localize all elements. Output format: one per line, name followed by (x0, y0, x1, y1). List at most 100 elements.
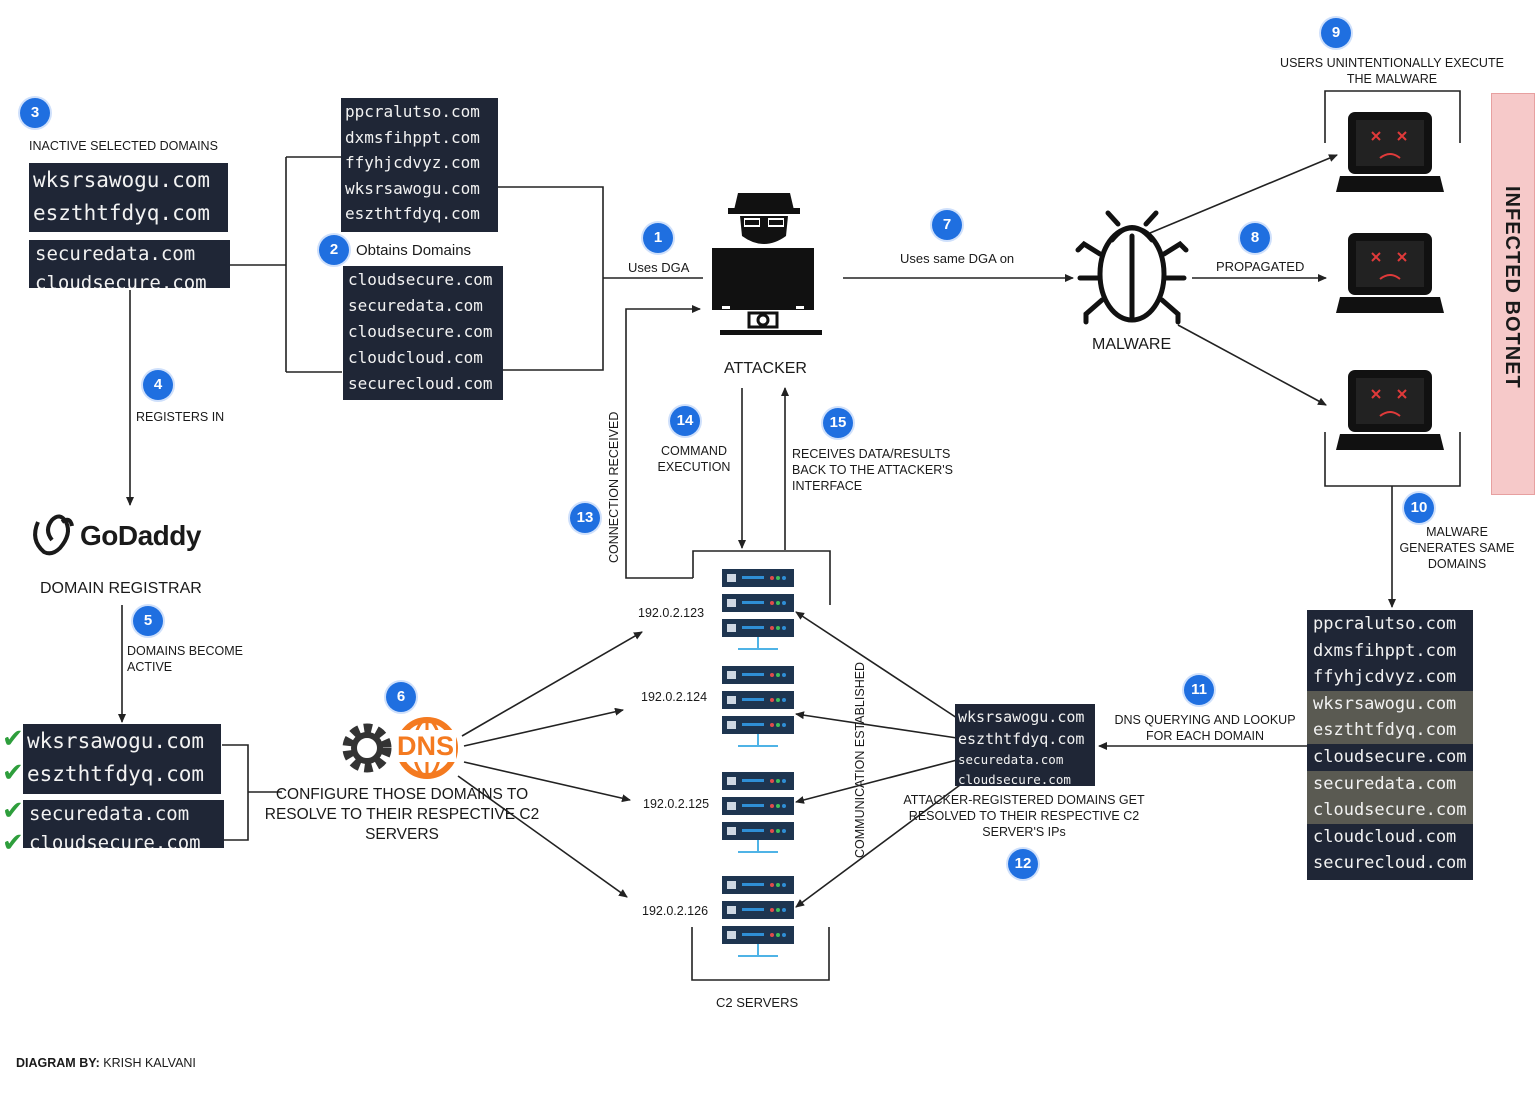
arrow-resolve-1 (795, 611, 958, 719)
communication-established-label: COMMUNICATION ESTABLISHED (853, 661, 867, 858)
arrow-resolve-4 (795, 784, 961, 908)
domain-registrar-label: DOMAIN REGISTRAR (40, 580, 202, 597)
malware-label: MALWARE (1092, 336, 1172, 353)
arrow-to-laptop-1 (1149, 154, 1338, 234)
domain-item: securedata.com (348, 296, 483, 315)
domain-item: cloudcloud.com (1313, 826, 1457, 847)
step-badge-15: 15 (823, 408, 853, 438)
inactive-domains-label: INACTIVE SELECTED DOMAINS (29, 139, 218, 153)
arrow-dns-2 (463, 707, 624, 747)
domain-item: cloudsecure.com (1313, 746, 1467, 767)
domain-item-registered: securedata.com (1307, 770, 1473, 798)
bracket-lists-to-attacker (498, 186, 703, 371)
uses-same-dga-label: Uses same DGA on (900, 251, 1015, 266)
dga-list-2: cloudsecure.com securedata.com cloudsecu… (343, 266, 503, 400)
malware-domain-list: ppcralutso.com dxmsfihppt.com ffyhjcdvyz… (1307, 610, 1473, 880)
domain-item: securedata.com (29, 803, 190, 825)
domain-item: dxmsfihppt.com (345, 127, 480, 147)
inactive-domains-box-a: wksrsawogu.com eszthtfdyq.com (29, 163, 228, 232)
propagated-label: PROPAGATED (1216, 259, 1305, 274)
domain-item: eszthtfdyq.com (33, 201, 211, 225)
attacker-label: ATTACKER (724, 360, 807, 377)
diagram-credit: DIAGRAM BY: KRISH KALVANI (16, 1056, 196, 1070)
domain-item: wksrsawogu.com (345, 178, 480, 198)
registers-in-label: REGISTERS IN (136, 410, 225, 424)
dns-logo-text: DNS (395, 730, 457, 762)
domain-item: securedata.com (958, 752, 1064, 767)
step-badge-5: 5 (133, 606, 163, 636)
step-badge-2: 2 (319, 235, 349, 265)
step-badge-4: 4 (143, 370, 173, 400)
domain-item-registered: cloudsecure.com (1307, 797, 1473, 824)
c2-servers-label: C2 SERVERS (716, 995, 799, 1010)
dga-list-1: ppcralutso.com dxmsfihppt.com ffyhjcdvyz… (341, 98, 498, 232)
infected-botnet-panel (1491, 93, 1535, 495)
domain-item: eszthtfdyq.com (958, 730, 1085, 748)
command-execution-label: COMMAND EXECUTION (657, 444, 731, 474)
domain-item: securecloud.com (1313, 853, 1467, 874)
domain-item: cloudsecure.com (29, 832, 201, 848)
step-badge-6: 6 (386, 682, 416, 712)
domain-item: wksrsawogu.com (27, 729, 205, 753)
credit-prefix: DIAGRAM BY: (16, 1056, 100, 1070)
arrow-resolve-2 (795, 711, 958, 739)
active-domains-box-b: securedata.com cloudsecure.com (23, 800, 224, 848)
active-domains-box-a: wksrsawogu.com eszthtfdyq.com (23, 724, 221, 794)
domain-item: cloudsecure.com (958, 772, 1071, 786)
domain-item: cloudsecure.com (35, 272, 207, 288)
arrow-to-laptop-3 (1177, 324, 1327, 406)
domain-item: eszthtfdyq.com (345, 204, 480, 223)
arrow-dns-1 (461, 631, 643, 737)
domain-item: dxmsfihppt.com (1313, 640, 1457, 661)
godaddy-brand: GoDaddy (80, 520, 201, 551)
bracket-servers-bottom (691, 927, 830, 981)
domain-item: ppcralutso.com (1313, 614, 1457, 634)
users-execute-label: USERS UNINTENTIONALLY EXECUTE THE MALWAR… (1280, 56, 1504, 86)
arrow-resolve-3 (795, 759, 958, 804)
domain-item: securecloud.com (348, 374, 493, 393)
domain-item: securedata.com (35, 243, 196, 265)
step-badge-12: 12 (1008, 849, 1038, 879)
step-badge-11: 11 (1184, 675, 1214, 705)
domain-item-registered: eszthtfdyq.com (1307, 717, 1473, 744)
step-badge-3: 3 (20, 98, 50, 128)
domain-item: eszthtfdyq.com (27, 762, 205, 786)
domain-item: wksrsawogu.com (33, 168, 211, 192)
inactive-domains-box-b: securedata.com cloudsecure.com (29, 240, 230, 288)
receives-data-label: RECEIVES DATA/RESULTS BACK TO THE ATTACK… (792, 447, 953, 493)
arrow-connection-received (625, 305, 701, 579)
domain-item-registered: wksrsawogu.com (1307, 690, 1473, 718)
attacker-registered-label: ATTACKER-REGISTERED DOMAINS GET RESOLVED… (903, 793, 1145, 839)
server-ip-1: 192.0.2.123 (638, 606, 705, 620)
resolved-domains-box: wksrsawogu.com eszthtfdyq.com securedata… (955, 704, 1095, 786)
server-ip-2: 192.0.2.124 (641, 690, 708, 704)
step-badge-10: 10 (1404, 493, 1434, 523)
malware-generates-label: MALWARE GENERATES SAME DOMAINS (1399, 525, 1515, 571)
step-badge-13: 13 (570, 503, 600, 533)
domain-item: ffyhjcdvyz.com (1313, 667, 1457, 688)
domain-item: wksrsawogu.com (958, 708, 1085, 726)
dns-querying-label: DNS QUERYING AND LOOKUP FOR EACH DOMAIN (1114, 713, 1296, 743)
domain-item: ffyhjcdvyz.com (345, 153, 480, 172)
domains-become-active-label: DOMAINS BECOME ACTIVE (127, 644, 243, 674)
obtains-domains-label: Obtains Domains (356, 242, 472, 259)
bracket-servers-top (692, 550, 831, 605)
bracket-laptops-top (1324, 90, 1461, 143)
server-ip-4: 192.0.2.126 (642, 904, 709, 918)
domain-item: ppcralutso.com (345, 102, 480, 121)
checkmark-icon: ✔ (2, 758, 24, 788)
bracket-laptops-bottom (1324, 432, 1461, 487)
domain-item: cloudcloud.com (348, 348, 483, 367)
step-badge-14: 14 (670, 406, 700, 436)
domain-item: cloudsecure.com (348, 270, 493, 289)
infected-botnet-label: INFECTED BOTNET (1501, 186, 1523, 389)
checkmark-icon: ✔ (2, 828, 24, 858)
credit-name: KRISH KALVANI (103, 1056, 196, 1070)
server-ip-3: 192.0.2.125 (643, 797, 710, 811)
connection-received-label: CONNECTION RECEIVED (607, 411, 621, 563)
step-badge-7: 7 (932, 210, 962, 240)
arrow-dns-4 (457, 775, 628, 898)
domain-item: cloudsecure.com (348, 322, 493, 341)
checkmark-icon: ✔ (2, 796, 24, 826)
uses-dga-label: Uses DGA (628, 260, 690, 275)
